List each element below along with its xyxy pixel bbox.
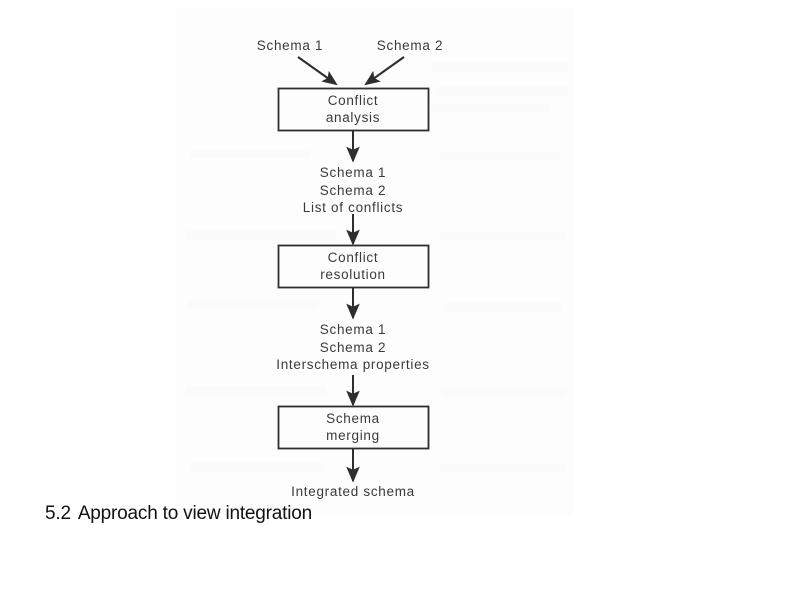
process-label-line-1: Schema [326,411,380,426]
input-label-schema-2: Schema 2 [376,38,444,53]
process-box-schema-merging [277,405,430,450]
figure-caption-text: Approach to view integration [77,503,312,524]
process-label-line-1: Conflict [327,250,379,265]
intermediate-1-line-3: List of conflicts [302,200,404,215]
process-label-line-2: resolution [320,267,386,282]
intermediate-2-line-1: Schema 1 [319,322,387,337]
intermediate-labels-2: Schema 1 Schema 2 Interschema properties [276,321,429,374]
intermediate-2-line-3: Interschema properties [276,357,430,372]
arrow-schema1-to-conflict-analysis [297,56,338,86]
intermediate-labels-1: Schema 1 Schema 2 List of conflicts [303,164,403,217]
figure-caption-number: 5.2 [45,503,71,524]
arrow-schema2-to-conflict-analysis [364,56,405,86]
figure-caption: 5.2 Approach to view integration [45,503,312,525]
input-label-schema-1: Schema 1 [256,38,324,53]
process-label-line-1: Conflict [327,93,379,108]
process-label-line-2: analysis [325,110,381,125]
output-label-integrated-schema: Integrated schema [291,484,415,499]
process-label-schema-merging: Schema merging [326,410,380,444]
process-box-conflict-analysis [277,87,430,132]
process-label-line-2: merging [326,428,380,443]
intermediate-1-line-1: Schema 1 [319,165,387,180]
intermediate-2-line-2: Schema 2 [319,339,387,355]
process-label-conflict-analysis: Conflict analysis [326,92,380,126]
process-box-conflict-resolution [277,244,430,289]
process-label-conflict-resolution: Conflict resolution [320,249,386,283]
intermediate-1-line-2: Schema 2 [319,182,387,198]
